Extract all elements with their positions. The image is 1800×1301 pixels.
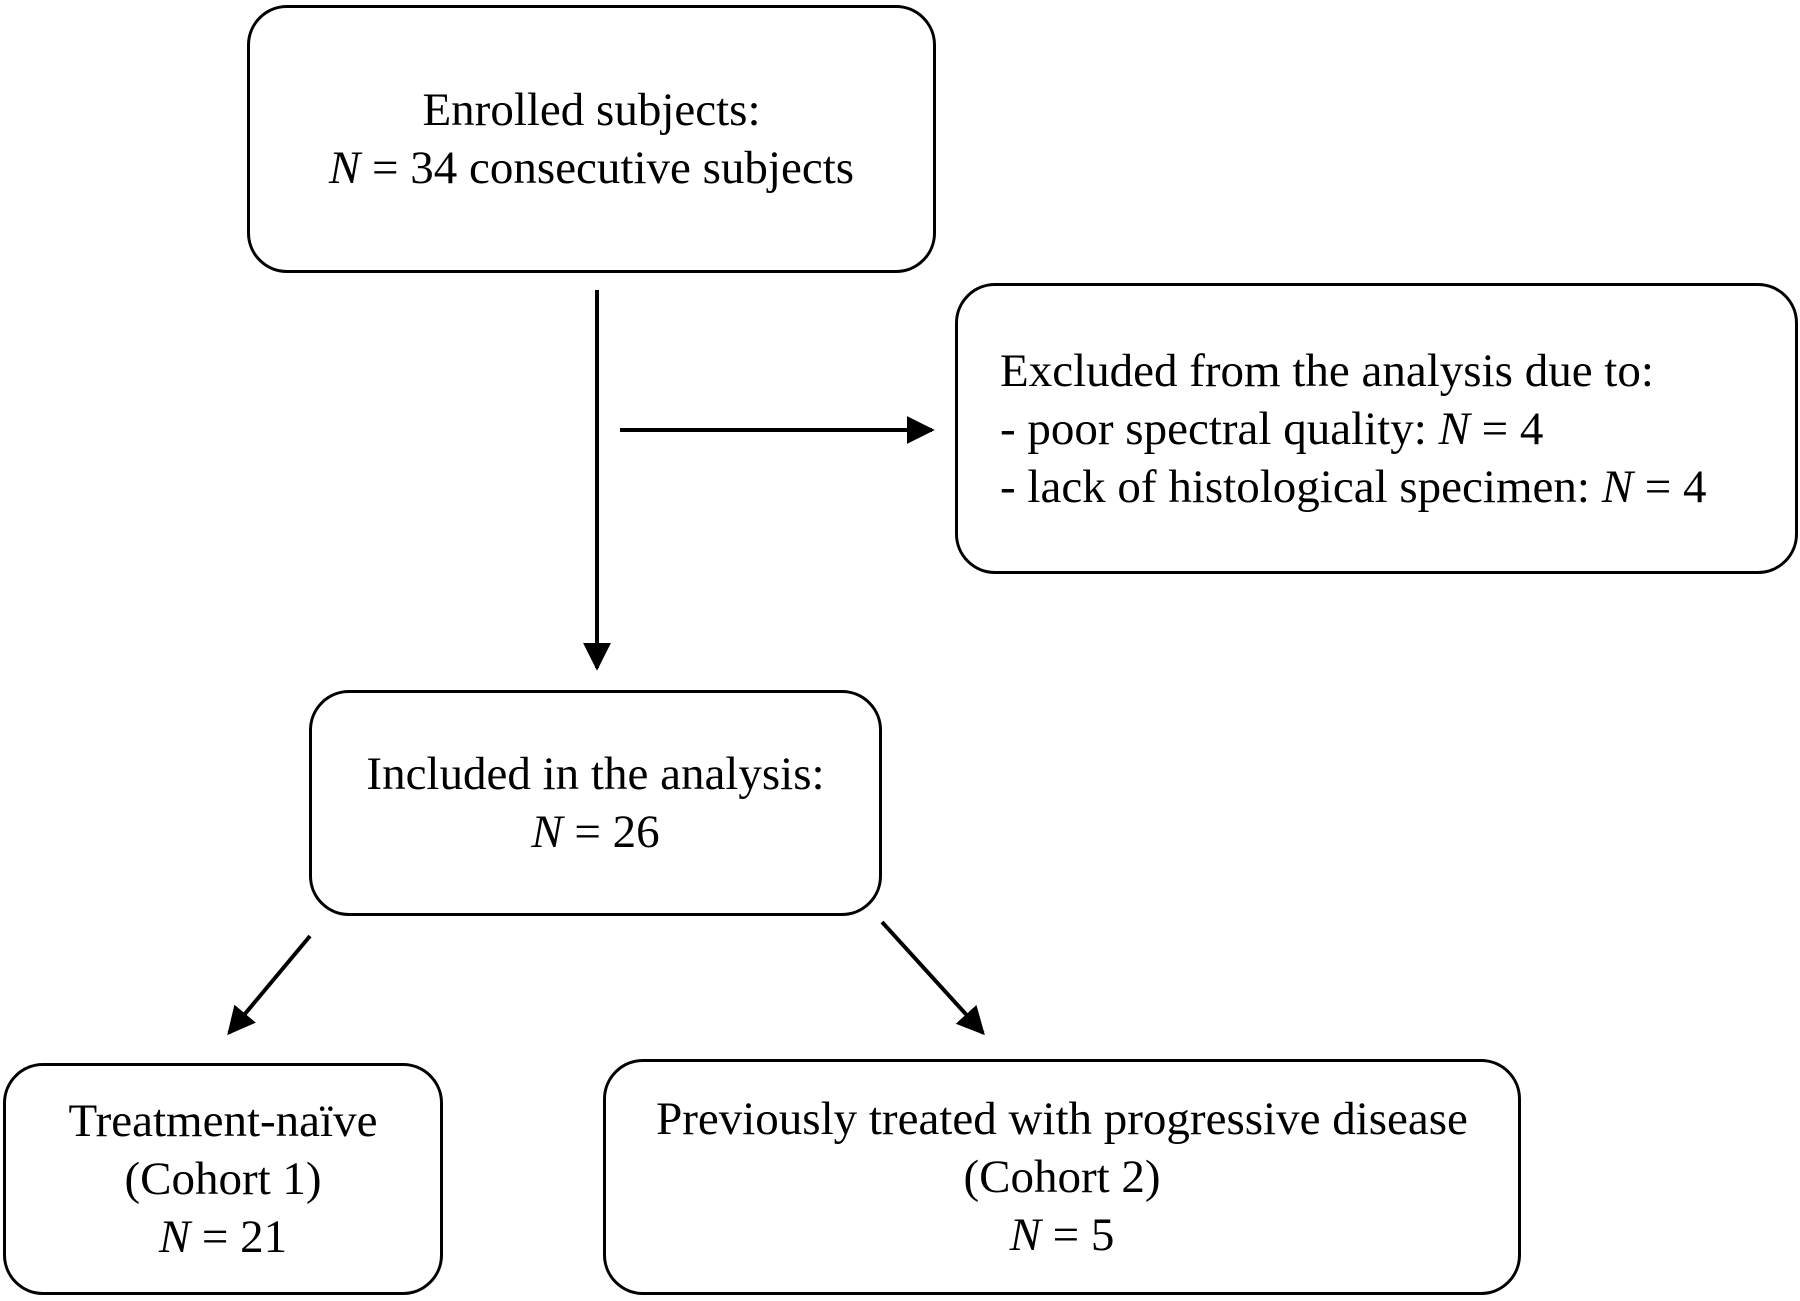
excluded-reason-text: - poor spectral quality: xyxy=(1000,402,1439,455)
cohort1-n-symbol: N xyxy=(158,1211,191,1263)
excluded-reason-histology: - lack of histological specimen: N = 4 xyxy=(1000,458,1707,516)
included-count: N = 26 xyxy=(531,803,659,861)
enrolled-title: Enrolled subjects: xyxy=(422,84,761,136)
excluded-reason-n-symbol: N xyxy=(1601,460,1634,513)
excluded-reason-text: - lack of histological specimen: xyxy=(1000,460,1602,513)
arrow-included-to-cohort2 xyxy=(880,920,985,1036)
included-n-symbol: N xyxy=(531,806,563,858)
cohort2-title: Previously treated with progressive dise… xyxy=(656,1093,1468,1145)
cohort1-title: Treatment-naïve xyxy=(68,1095,378,1147)
excluded-reason-spectral: - poor spectral quality: N = 4 xyxy=(1000,400,1543,458)
cohort1-subtitle: (Cohort 1) xyxy=(124,1153,322,1205)
cohort2-box: Previously treated with progressive dise… xyxy=(603,1059,1521,1295)
cohort2-subtitle: (Cohort 2) xyxy=(963,1151,1161,1203)
included-title: Included in the analysis: xyxy=(366,748,825,800)
enrolled-box: Enrolled subjects: N = 34 consecutive su… xyxy=(247,5,936,273)
cohort2-n-text: = 5 xyxy=(1040,1209,1115,1261)
excluded-reason-n-symbol: N xyxy=(1438,402,1470,455)
arrow-included-to-cohort1 xyxy=(227,934,312,1036)
cohort1-n-text: = 21 xyxy=(190,1211,288,1263)
excluded-reason-n-text: = 4 xyxy=(1633,460,1707,513)
cohort2-count: N = 5 xyxy=(1010,1206,1115,1264)
cohort1-box: Treatment-naïve (Cohort 1) N = 21 xyxy=(3,1063,443,1295)
cohort1-count: N = 21 xyxy=(159,1208,287,1266)
cohort2-n-symbol: N xyxy=(1009,1209,1041,1261)
included-box: Included in the analysis: N = 26 xyxy=(309,690,882,916)
enrolled-n-text: = 34 consecutive subjects xyxy=(360,142,855,194)
enrolled-count: N = 34 consecutive subjects xyxy=(329,139,854,197)
excluded-reason-n-text: = 4 xyxy=(1469,402,1544,455)
included-n-text: = 26 xyxy=(562,806,660,858)
excluded-box: Excluded from the analysis due to: - poo… xyxy=(955,283,1798,574)
excluded-title: Excluded from the analysis due to: xyxy=(1000,344,1654,397)
enrolled-n-symbol: N xyxy=(328,142,361,194)
